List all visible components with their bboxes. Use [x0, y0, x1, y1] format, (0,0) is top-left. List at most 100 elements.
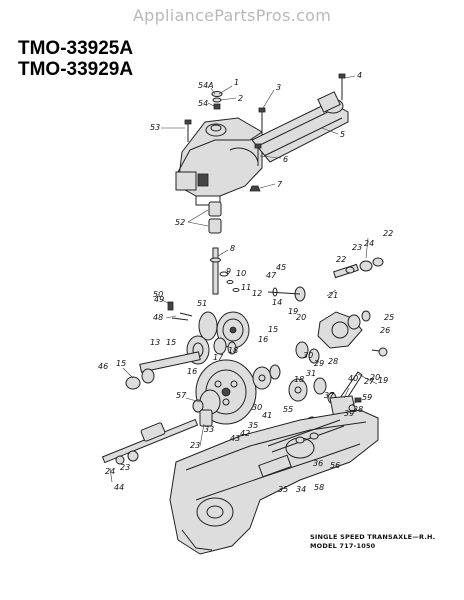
pins-48-50 — [167, 301, 193, 321]
callout-34: 34 — [296, 485, 306, 494]
watermark: AppliancePartsPros.com — [132, 6, 332, 25]
callout-7: 7 — [277, 180, 283, 189]
gear-31 — [252, 364, 281, 390]
callout-54A: 54A — [198, 81, 214, 90]
callout-42: 42 — [240, 429, 250, 438]
gear-cluster-28-30 — [288, 341, 337, 404]
washers-9-12 — [219, 271, 240, 292]
shift-fork-26 — [317, 310, 371, 349]
callout-30a: 30 — [303, 351, 313, 360]
callout-31: 31 — [306, 369, 316, 378]
callout-47: 47 — [266, 271, 277, 280]
callout-10: 10 — [236, 269, 246, 278]
callout-30b: 30 — [252, 403, 262, 412]
callout-54: 54 — [198, 99, 208, 108]
gear-assembly-16-18 — [139, 311, 237, 373]
callout-27: 27 — [364, 377, 375, 386]
callout-2: 2 — [238, 94, 243, 103]
callout-43: 43 — [230, 434, 240, 443]
caption-model: MODEL 717-1050 — [310, 542, 376, 550]
upper-housing-cover — [177, 117, 263, 206]
housing-left-end — [175, 171, 209, 191]
input-shaft-8 — [210, 247, 221, 295]
callout-23c: 23 — [120, 463, 130, 472]
callout-22a: 22 — [383, 229, 393, 238]
callout-8: 8 — [230, 244, 235, 253]
callout-52: 52 — [175, 218, 185, 227]
caption-title: SINGLE SPEED TRANSAXLE—R.H. — [310, 533, 436, 541]
callout-33: 33 — [204, 425, 214, 434]
callout-49: 49 — [154, 295, 164, 304]
callout-21: 21 — [328, 291, 338, 300]
callout-55: 55 — [283, 405, 293, 414]
callout-15b: 15 — [268, 325, 278, 334]
callout-25: 25 — [384, 313, 394, 322]
callout-40: 40 — [348, 374, 358, 383]
bushings-52 — [208, 201, 222, 234]
callout-13: 13 — [150, 338, 160, 347]
bushing-33 — [199, 409, 213, 427]
callout-41: 41 — [262, 411, 272, 420]
callout-6: 6 — [283, 155, 288, 164]
callout-46: 46 — [98, 362, 108, 371]
shift-rod-55-58 — [267, 419, 345, 453]
callout-15c: 15 — [116, 359, 126, 368]
callout-12: 12 — [252, 289, 262, 298]
callout-23a: 23 — [352, 243, 362, 252]
callout-36: 36 — [313, 459, 323, 468]
bolts-top — [184, 73, 346, 192]
callout-39: 39 — [344, 409, 354, 418]
callout-29: 29 — [314, 359, 324, 368]
callout-38: 38 — [353, 405, 363, 414]
callout-57: 57 — [176, 391, 187, 400]
callout-51: 51 — [197, 299, 207, 308]
callout-5: 5 — [340, 130, 345, 139]
callout-48: 48 — [153, 313, 163, 322]
callout-14: 14 — [272, 298, 282, 307]
callout-9: 9 — [226, 267, 231, 276]
callout-37: 37 — [324, 391, 335, 400]
shaft-end-parts-46 — [125, 368, 155, 390]
callout-26: 26 — [380, 326, 390, 335]
callout-24a: 24 — [364, 239, 374, 248]
callout-24b: 24 — [105, 467, 115, 476]
callout-11: 11 — [241, 283, 251, 292]
callout-53: 53 — [150, 123, 160, 132]
leader-lines — [109, 75, 378, 483]
callout-19b: 19 — [378, 376, 388, 385]
vent-plug-parts — [211, 91, 223, 110]
callout-35a: 35 — [248, 421, 258, 430]
callout-16b: 16 — [258, 335, 268, 344]
bevel-gear-15 — [216, 311, 250, 349]
callout-28: 28 — [328, 357, 338, 366]
callout-58: 58 — [314, 483, 324, 492]
lower-case — [169, 409, 379, 555]
callout-labels: 1 2 3 4 5 6 7 54A 54 53 52 8 9 10 11 12 … — [98, 71, 394, 494]
callout-15a: 15 — [166, 338, 176, 347]
model-number-2: TMO-33929A — [18, 59, 134, 80]
model-number-1: TMO-33925A — [18, 38, 134, 59]
axle-44 — [101, 418, 199, 465]
axle-tube — [251, 91, 349, 163]
callout-56: 56 — [330, 461, 340, 470]
callout-20b: 20 — [370, 373, 380, 382]
callout-59: 59 — [362, 393, 372, 402]
callout-22b: 22 — [336, 255, 346, 264]
callout-17: 17 — [213, 353, 224, 362]
callout-44: 44 — [114, 483, 124, 492]
callout-4: 4 — [357, 71, 362, 80]
callout-18b: 18 — [294, 375, 304, 384]
callout-50: 50 — [153, 290, 163, 299]
callout-18a: 18 — [228, 346, 238, 355]
callout-45: 45 — [276, 263, 286, 272]
pinion-45 — [267, 286, 306, 302]
output-shaft-22 — [333, 257, 384, 279]
callout-35b: 35 — [278, 485, 288, 494]
callout-1: 1 — [234, 78, 239, 87]
callout-20a: 20 — [296, 313, 306, 322]
callout-3: 3 — [276, 83, 281, 92]
callout-19a: 19 — [288, 307, 298, 316]
callout-16a: 16 — [187, 367, 197, 376]
callout-23b: 23 — [190, 441, 200, 450]
